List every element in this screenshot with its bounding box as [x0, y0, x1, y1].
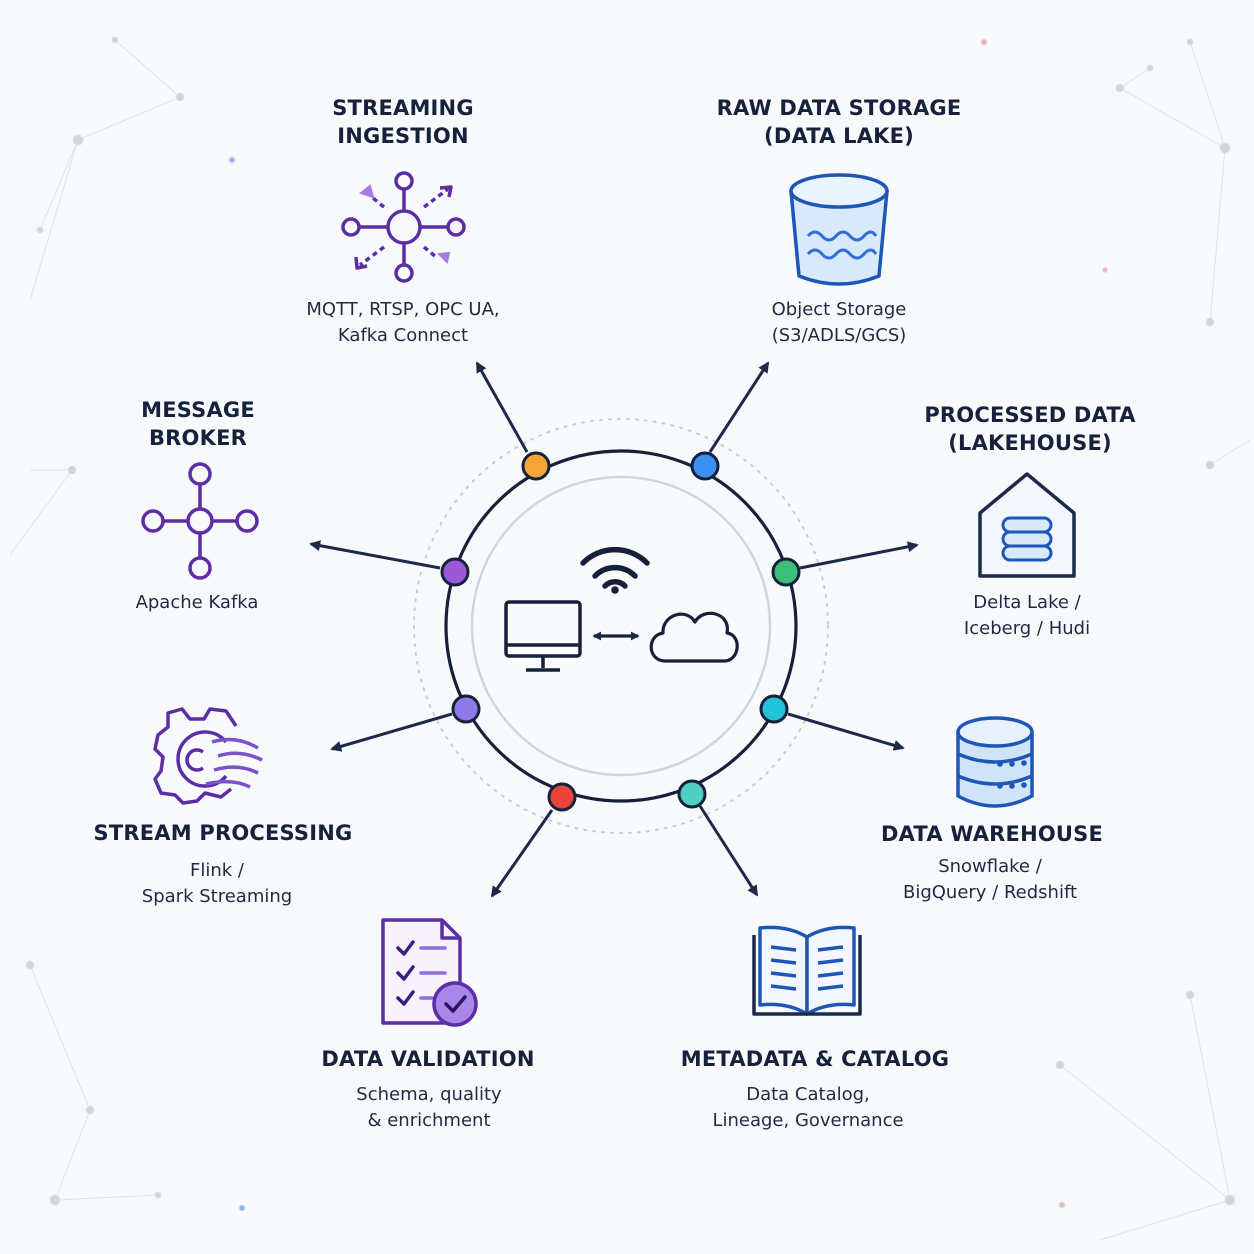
message-broker-title-line: MESSAGE [141, 398, 255, 422]
stream-processing-title: STREAM PROCESSING [94, 819, 353, 847]
processed-data-title-line: (LAKEHOUSE) [948, 431, 1112, 455]
message-broker-title: MESSAGE BROKER [141, 396, 255, 452]
data-warehouse-description-line: BigQuery / Redshift [902, 882, 1078, 903]
connector-dot-broker [440, 557, 470, 587]
checklist-icon [381, 918, 478, 1027]
data-warehouse-description: Snowflake / BigQuery / Redshift [903, 854, 1077, 906]
raw-storage-description: Object Storage (S3/ADLS/GCS) [772, 297, 907, 349]
raw-storage-title-line: (DATA LAKE) [764, 124, 914, 148]
data-warehouse-title: DATA WAREHOUSE [881, 820, 1103, 848]
raw-storage-description-line: (S3/ADLS/GCS) [771, 325, 907, 346]
connector-dot-warehouse [759, 694, 789, 724]
message-broker-title-line: BROKER [148, 426, 248, 450]
hub-inner-disc [470, 475, 772, 777]
data-validation-description-line: Schema, quality [356, 1084, 502, 1105]
metadata-catalog-title: METADATA & CATALOG [681, 1045, 949, 1073]
raw-storage-description-line: Object Storage [771, 299, 907, 320]
database-icon [956, 716, 1034, 808]
data-validation-title: DATA VALIDATION [321, 1045, 534, 1073]
arrow-processed-data [799, 541, 919, 570]
message-broker-description-line: Apache Kafka [135, 592, 259, 613]
streaming-ingestion-description-line: MQTT, RTSP, OPC UA, [306, 299, 500, 320]
data-validation-description: Schema, quality & enrichment [356, 1082, 501, 1134]
open-book-icon [752, 925, 862, 1016]
hub-ring [444, 449, 798, 803]
arrow-stream-processing [330, 712, 453, 752]
metadata-catalog-title-line: METADATA & CATALOG [680, 1047, 950, 1071]
arrow-data-validation [490, 809, 554, 898]
data-validation-description-line: & enrichment [367, 1110, 491, 1131]
connector-arrows [309, 361, 919, 898]
metadata-catalog-description-line: Data Catalog, [746, 1084, 870, 1105]
background-network [9, 36, 1251, 1241]
processed-data-description: Delta Lake / Iceberg / Hudi [964, 590, 1090, 642]
connector-dot-stream-processing [451, 694, 481, 724]
message-broker-description: Apache Kafka [136, 590, 259, 616]
hub-network-icon [341, 171, 466, 283]
outer-dotted-ring [413, 418, 829, 834]
cloud-icon [649, 611, 739, 663]
arrow-message-broker [309, 540, 441, 570]
data-warehouse-title-line: DATA WAREHOUSE [880, 822, 1104, 846]
stream-processing-description-line: Flink / [190, 860, 244, 881]
lakehouse-icon [978, 472, 1076, 578]
streaming-ingestion-title: STREAMING INGESTION [332, 94, 474, 150]
streaming-ingestion-title-line: INGESTION [337, 124, 469, 148]
connector-dots [440, 451, 801, 812]
monitor-icon [504, 600, 582, 672]
processed-data-description-line: Iceberg / Hudi [963, 618, 1091, 639]
connector-dot-streaming [521, 451, 551, 481]
processed-data-title: PROCESSED DATA (LAKEHOUSE) [924, 401, 1135, 457]
raw-storage-title-line: RAW DATA STORAGE [716, 96, 962, 120]
raw-storage-title: RAW DATA STORAGE (DATA LAKE) [717, 94, 962, 150]
metadata-catalog-description: Data Catalog, Lineage, Governance [712, 1082, 903, 1134]
arrow-data-warehouse [787, 712, 905, 751]
arrow-raw-storage [708, 361, 770, 453]
connector-dot-metadata [677, 779, 707, 809]
broker-network-icon [141, 462, 259, 580]
stream-processing-description: Flink / Spark Streaming [142, 858, 292, 910]
central-hub [413, 418, 829, 834]
data-warehouse-description-line: Snowflake / [938, 856, 1042, 877]
streaming-ingestion-title-line: STREAMING [332, 96, 474, 120]
stream-processing-title-line: STREAM PROCESSING [93, 821, 353, 845]
arrow-metadata-catalog [698, 805, 759, 897]
processed-data-title-line: PROCESSED DATA [924, 403, 1136, 427]
arrow-streaming-ingestion [475, 361, 529, 453]
metadata-catalog-description-line: Lineage, Governance [712, 1110, 904, 1131]
stream-processing-description-line: Spark Streaming [141, 886, 293, 907]
data-validation-title-line: DATA VALIDATION [321, 1047, 535, 1071]
processed-data-description-line: Delta Lake / [973, 592, 1081, 613]
bucket-icon [789, 173, 889, 286]
wifi-icon [580, 546, 650, 594]
gear-stream-icon [153, 707, 263, 805]
connector-dot-raw [690, 451, 720, 481]
connector-dot-validation [547, 782, 577, 812]
connector-dot-processed [771, 557, 801, 587]
streaming-ingestion-description: MQTT, RTSP, OPC UA, Kafka Connect [306, 297, 499, 349]
streaming-ingestion-description-line: Kafka Connect [337, 325, 469, 346]
